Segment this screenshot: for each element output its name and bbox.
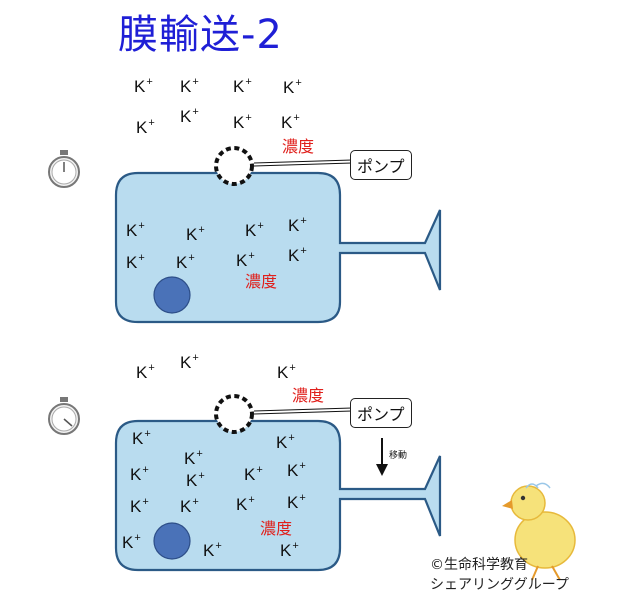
potassium-ion-label: K+ xyxy=(122,532,141,552)
down-arrow-icon xyxy=(376,438,388,476)
potassium-ion-label: K+ xyxy=(244,464,263,484)
nucleus xyxy=(153,522,191,560)
potassium-ion-label: K+ xyxy=(184,448,203,468)
potassium-ion-label: K+ xyxy=(280,540,299,560)
potassium-ion-label: K+ xyxy=(281,112,300,132)
pump-channel xyxy=(214,146,254,186)
potassium-ion-label: K+ xyxy=(180,352,199,372)
stopwatch-icon xyxy=(48,150,80,188)
credit-line-1: ©生命科学教育 xyxy=(430,557,528,573)
nucleus xyxy=(153,276,191,314)
outside-concentration-label: 濃度 xyxy=(292,386,325,405)
potassium-ion-label: K+ xyxy=(287,492,306,512)
stopwatch-icon xyxy=(48,397,80,435)
potassium-ion-label: K+ xyxy=(236,494,255,514)
potassium-ion-label: K+ xyxy=(176,252,195,272)
potassium-ion-label: K+ xyxy=(203,540,222,560)
potassium-ion-label: K+ xyxy=(276,432,295,452)
potassium-ion-label: K+ xyxy=(134,76,153,96)
inside-concentration-label: 濃度 xyxy=(245,272,278,291)
potassium-ion-label: K+ xyxy=(126,220,145,240)
potassium-ion-label: K+ xyxy=(288,215,307,235)
potassium-ion-label: K+ xyxy=(245,220,264,240)
potassium-ion-label: K+ xyxy=(186,470,205,490)
potassium-ion-label: K+ xyxy=(186,224,205,244)
potassium-ion-label: K+ xyxy=(233,76,252,96)
potassium-ion-label: K+ xyxy=(132,428,151,448)
potassium-ion-label: K+ xyxy=(136,362,155,382)
inside-concentration-label: 濃度 xyxy=(260,519,293,538)
credit-line-2: シェアリンググループ xyxy=(430,577,569,593)
potassium-ion-label: K+ xyxy=(233,112,252,132)
pump-callout: ポンプ xyxy=(350,398,412,428)
potassium-ion-label: K+ xyxy=(126,252,145,272)
potassium-ion-label: K+ xyxy=(277,362,296,382)
potassium-ion-label: K+ xyxy=(283,77,302,97)
potassium-ion-label: K+ xyxy=(288,245,307,265)
page-title: 膜輸送-2 xyxy=(118,12,283,58)
potassium-ion-label: K+ xyxy=(236,250,255,270)
cell-membrane xyxy=(114,171,442,324)
potassium-ion-label: K+ xyxy=(180,106,199,126)
potassium-ion-label: K+ xyxy=(130,464,149,484)
outside-concentration-label: 濃度 xyxy=(282,137,315,156)
pump-channel xyxy=(214,394,254,434)
cell-membrane xyxy=(114,419,442,572)
chick-mascot-logo xyxy=(502,482,576,581)
potassium-ion-label: K+ xyxy=(287,460,306,480)
potassium-ion-label: K+ xyxy=(130,496,149,516)
pump-callout: ポンプ xyxy=(350,150,412,180)
potassium-ion-label: K+ xyxy=(136,117,155,137)
potassium-ion-label: K+ xyxy=(180,496,199,516)
potassium-ion-label: K+ xyxy=(180,76,199,96)
movement-label: 移動 xyxy=(389,451,408,461)
